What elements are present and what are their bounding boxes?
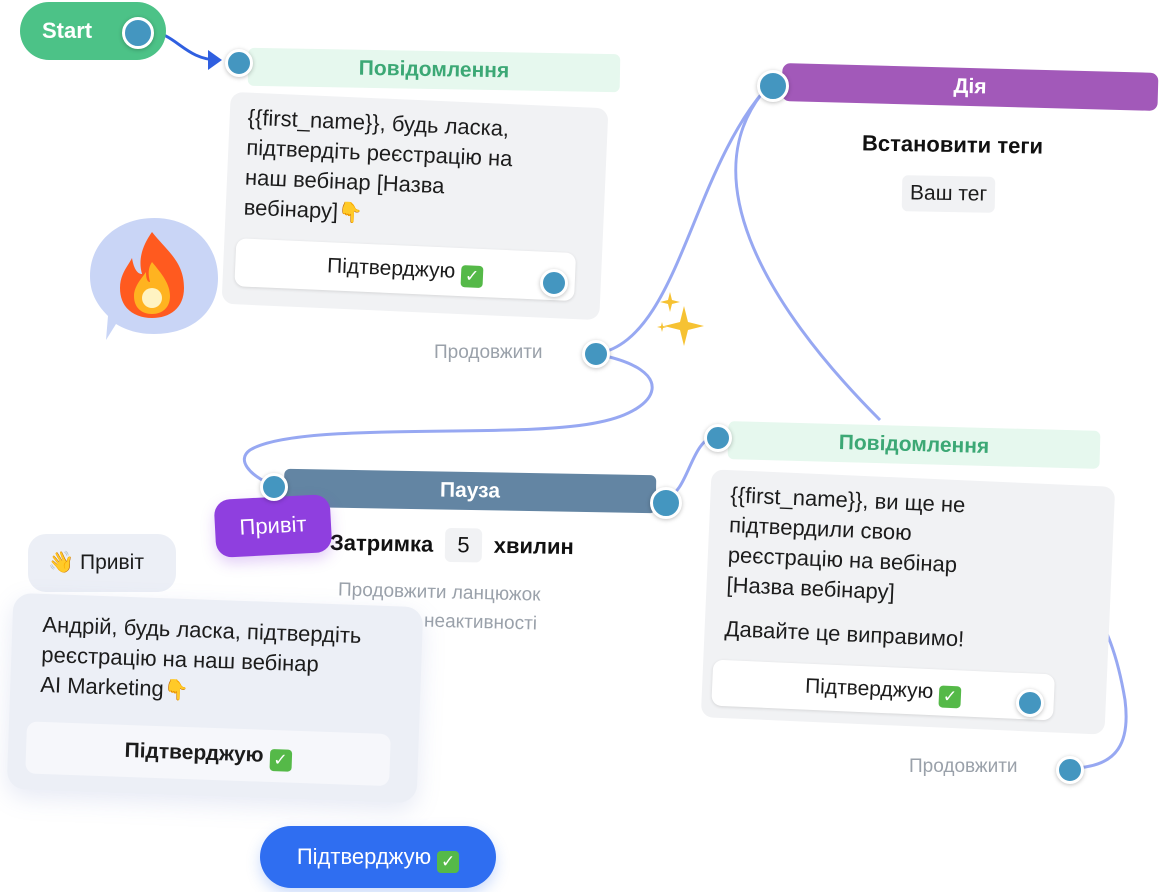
message2-text-extra: Давайте це виправимо! xyxy=(724,616,965,652)
message2-continue-port[interactable] xyxy=(1056,756,1084,784)
wire-continue-to-pause xyxy=(242,352,654,486)
message2-card[interactable]: {{first_name}}, ви ще не підтвердили сво… xyxy=(700,469,1116,735)
message2-header[interactable]: Повідомлення xyxy=(727,421,1101,469)
fire-bubble xyxy=(88,212,222,342)
message1-confirm-button[interactable]: Підтверджую✓ xyxy=(234,238,577,302)
pause-note-line1: Продовжити ланцюжок xyxy=(337,579,541,606)
pause-output-port[interactable] xyxy=(650,487,682,519)
message1-header-label: Повідомлення xyxy=(358,56,510,83)
privit-tag-label: Привіт xyxy=(238,511,308,540)
message2-continue-label: Продовжити xyxy=(909,756,1018,777)
chat-message-bubble: Андрій, будь ласка, підтвердіть реєстрац… xyxy=(6,592,424,804)
check-icon: ✓ xyxy=(437,851,460,873)
message1-button-port[interactable] xyxy=(540,269,568,297)
message2-input-port[interactable] xyxy=(704,424,732,452)
pointing-hand-icon: 👇 xyxy=(337,201,364,225)
action-title: Встановити теги xyxy=(861,130,1044,159)
wire-action-loop xyxy=(734,82,882,422)
arrow-head-icon xyxy=(208,50,222,70)
message2-confirm-button[interactable]: Підтверджую✓ xyxy=(711,659,1055,721)
waving-hand-icon: 👋 xyxy=(48,551,75,574)
chat-button-label: Підтверджую xyxy=(124,738,264,767)
action-header-label: Дія xyxy=(953,74,987,99)
confirm-reply-label: Підтверджую xyxy=(296,844,432,869)
check-icon: ✓ xyxy=(460,265,484,289)
pause-delay-unit: хвилин xyxy=(493,532,575,560)
message1-continue-label: Продовжити xyxy=(434,342,543,363)
start-output-port[interactable] xyxy=(122,17,154,49)
pause-header[interactable]: Пауза xyxy=(283,468,657,514)
check-icon: ✓ xyxy=(938,685,962,709)
sparkles-icon xyxy=(654,292,710,355)
start-node[interactable]: Start xyxy=(20,2,166,60)
pause-input-port[interactable] xyxy=(260,473,288,501)
check-icon: ✓ xyxy=(268,748,292,772)
message2-header-label: Повідомлення xyxy=(838,431,990,458)
chat-greeting-bubble: 👋 Привіт xyxy=(28,534,176,592)
message2-button-label: Підтверджую xyxy=(804,674,934,704)
pause-delay-input[interactable]: 5 xyxy=(445,527,482,563)
chat-confirm-button[interactable]: Підтверджую✓ xyxy=(25,721,391,787)
confirm-reply-button[interactable]: Підтверджую✓ xyxy=(260,826,496,888)
pointing-hand-icon: 👇 xyxy=(163,679,190,703)
chat-greeting-text: Привіт xyxy=(80,551,144,574)
message2-button-port[interactable] xyxy=(1016,689,1044,717)
message1-header[interactable]: Повідомлення xyxy=(247,47,621,93)
privit-tag[interactable]: Привіт xyxy=(213,494,333,558)
start-label: Start xyxy=(42,18,93,43)
pause-note-line2: неактивності xyxy=(423,610,538,635)
fire-icon xyxy=(90,218,218,340)
action-tag-chip[interactable]: Ваш тег xyxy=(901,175,996,213)
action-input-port[interactable] xyxy=(757,70,789,102)
message1-button-label: Підтверджую xyxy=(326,254,456,283)
message1-continue-port[interactable] xyxy=(582,340,610,368)
action-header[interactable]: Дія xyxy=(781,63,1159,111)
pause-delay-row: Затримка 5 хвилин xyxy=(330,526,574,564)
pause-header-label: Пауза xyxy=(439,478,501,503)
message1-input-port[interactable] xyxy=(225,49,253,77)
pause-delay-label: Затримка xyxy=(329,529,434,557)
